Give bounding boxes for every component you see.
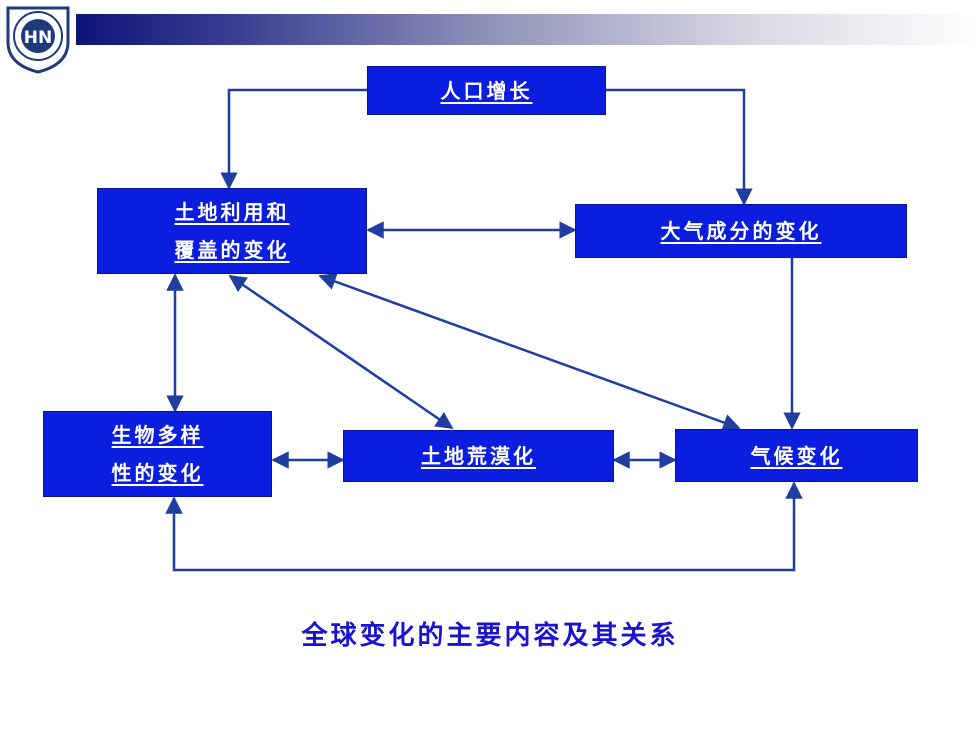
arrow-landuse-desertification xyxy=(228,274,454,430)
node-climate-change: 气候变化 xyxy=(675,429,918,482)
node-atmosphere-change: 大气成分的变化 xyxy=(575,204,907,258)
node-label: 大气成分的变化 xyxy=(660,219,822,243)
arrow-biodiversity-climate xyxy=(165,481,803,572)
header-gradient-bar xyxy=(76,14,980,45)
node-label-line2: 覆盖的变化 xyxy=(174,238,290,262)
node-biodiversity-change: 生物多样 性的变化 xyxy=(43,411,272,497)
node-label-line1: 土地利用和 xyxy=(174,200,290,224)
arrow-population-to-landuse xyxy=(220,88,368,190)
svg-text:HN: HN xyxy=(24,28,52,48)
node-label: 气候变化 xyxy=(750,443,843,468)
node-label: 人口增长 xyxy=(440,78,533,103)
arrow-population-to-atmosphere xyxy=(606,88,753,206)
university-logo: HN xyxy=(6,6,70,74)
node-landuse-change: 土地利用和 覆盖的变化 xyxy=(97,188,367,274)
node-label-line1: 生物多样 xyxy=(111,423,204,447)
node-desertification: 土地荒漠化 xyxy=(343,430,614,482)
node-population-growth: 人口增长 xyxy=(367,66,606,115)
arrow-landuse-climate xyxy=(318,273,741,431)
node-label: 土地荒漠化 xyxy=(421,444,536,468)
diagram-caption: 全球变化的主要内容及其关系 xyxy=(301,621,679,651)
node-label-line2: 性的变化 xyxy=(111,461,204,485)
